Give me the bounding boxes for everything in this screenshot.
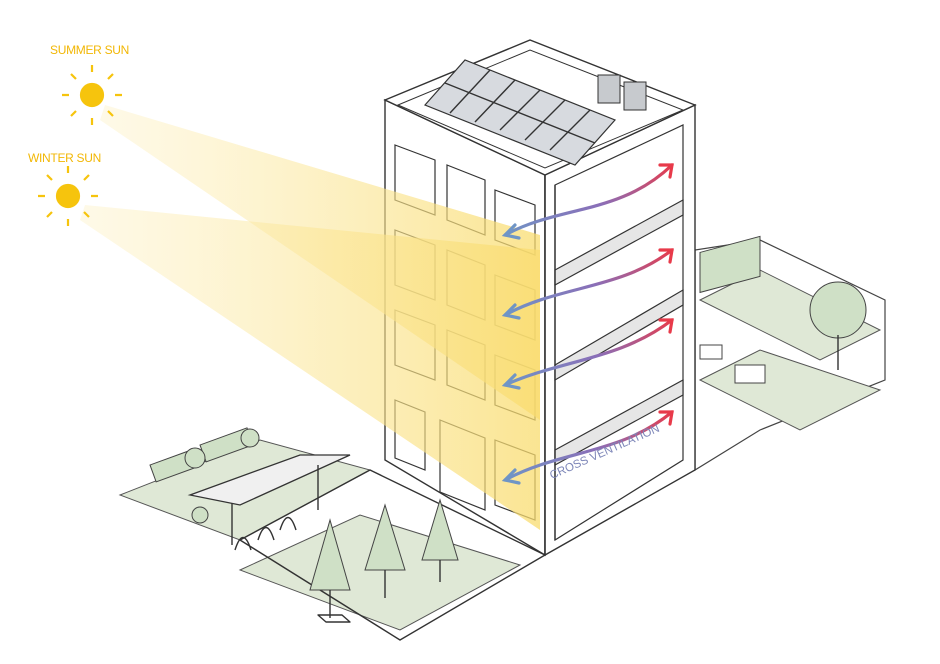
ventilation-arrow (503, 163, 674, 237)
summer-sun-label: SUMMER SUN (50, 43, 130, 57)
community-garden (694, 235, 886, 472)
summer-sun-icon (62, 65, 122, 125)
solar-panels (423, 59, 647, 166)
cross-ventilation-arrows (501, 163, 674, 485)
winter-sun-icon (38, 166, 98, 226)
ventilation-arrow (503, 318, 674, 387)
street-trees (309, 498, 459, 623)
hedges (149, 427, 260, 524)
bike-shelter (187, 454, 351, 551)
winter-sun-label: WINTER SUN (28, 151, 101, 165)
ventilation-arrow (503, 410, 674, 482)
sun-beams (80, 105, 540, 530)
ventilation-arrow (503, 248, 674, 317)
